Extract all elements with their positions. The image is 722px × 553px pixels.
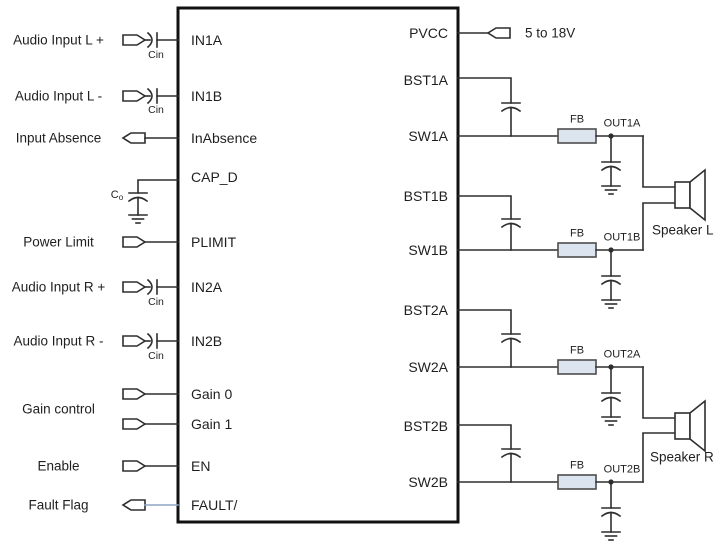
input-tag-icon <box>122 236 147 248</box>
label-enable: Enable <box>37 458 80 474</box>
ground-icon <box>601 185 621 195</box>
net-cap-d <box>128 179 179 224</box>
co-label-main: C <box>110 189 119 201</box>
input-tag-icon <box>122 418 147 430</box>
fb-label-1b: FB <box>569 227 585 240</box>
net-bst2a <box>457 309 521 368</box>
row-audio-input-l-minus <box>122 87 179 105</box>
net-sw2b <box>457 432 676 541</box>
pin-sw2a: SW2A <box>408 359 448 375</box>
coupling-cap-cin4-icon <box>146 332 153 350</box>
label-audio-input-r-minus: Audio Input R - <box>13 333 104 349</box>
co-label-sub: o <box>118 193 124 202</box>
net-sw1b <box>457 202 676 309</box>
cin-label-3: Cin <box>148 295 164 308</box>
pin-sw1a: SW1A <box>408 128 448 144</box>
pin-gain1: Gain 1 <box>191 416 233 432</box>
speaker-coil <box>674 181 691 209</box>
pin-in2a: IN2A <box>191 279 223 295</box>
row-audio-input-r-minus <box>122 332 179 350</box>
net-bst2b <box>457 424 521 483</box>
pin-bst1a: BST1A <box>403 72 448 88</box>
row-power-limit <box>122 236 179 248</box>
out2b-label: OUT2B <box>603 463 641 476</box>
ground-icon <box>601 416 621 426</box>
pin-sw2b: SW2B <box>408 474 448 490</box>
ferrite-bead-2a <box>557 359 597 375</box>
ground-icon <box>601 531 621 541</box>
pin-sw1b: SW1B <box>408 242 448 258</box>
speaker-r-label: Speaker R <box>650 449 714 465</box>
pin-in2b: IN2B <box>191 333 223 349</box>
pin-plimit: PLIMIT <box>191 234 237 250</box>
pin-inabsence: InAbsence <box>191 130 258 146</box>
speaker-l-icon <box>674 168 706 222</box>
supply-tag-icon <box>486 27 511 39</box>
ferrite-bead-2b <box>557 474 597 490</box>
coupling-cap-cin2-icon <box>146 87 153 105</box>
net-sw1a <box>457 128 676 195</box>
cin-label-1: Cin <box>148 48 164 61</box>
pin-fault: FAULT/ <box>191 497 238 513</box>
speaker-r-icon <box>674 399 706 453</box>
cin-label-4: Cin <box>148 349 164 362</box>
row-input-absence <box>121 132 179 144</box>
label-audio-input-l-plus: Audio Input L + <box>13 32 104 48</box>
pin-bst2a: BST2A <box>403 302 448 318</box>
input-tag-icon <box>122 281 147 293</box>
speaker-coil <box>674 412 691 440</box>
speaker-cone <box>689 168 706 222</box>
fb-label-1a: FB <box>569 113 585 126</box>
label-fault-flag: Fault Flag <box>28 497 89 513</box>
fb-label-2a: FB <box>569 344 585 357</box>
out2a-label: OUT2A <box>603 348 641 361</box>
speaker-cone <box>689 399 706 453</box>
row-enable <box>122 460 179 472</box>
ground-icon <box>128 214 148 224</box>
pin-in1b: IN1B <box>191 88 223 104</box>
fb-label-2b: FB <box>569 459 585 472</box>
pin-in1a: IN1A <box>191 32 223 48</box>
row-fault-flag <box>121 499 179 511</box>
pin-en: EN <box>191 458 211 474</box>
out1a-label: OUT1A <box>603 117 641 130</box>
chip-body <box>176 6 460 524</box>
coupling-cap-cin3-icon <box>146 278 153 296</box>
input-tag-icon <box>122 335 147 347</box>
ferrite-bead-1b <box>557 242 597 258</box>
row-audio-input-l-plus <box>122 31 179 49</box>
label-gain-control: Gain control <box>22 401 95 417</box>
row-gain0 <box>122 388 179 400</box>
net-bst1b <box>457 195 521 251</box>
output-tag-icon <box>121 499 146 511</box>
speaker-l-label: Speaker L <box>652 222 714 238</box>
output-tag-icon <box>121 132 146 144</box>
pin-bst1b: BST1B <box>403 188 448 204</box>
out1b-label: OUT1B <box>603 231 641 244</box>
ground-icon <box>601 299 621 309</box>
input-tag-icon <box>122 34 147 46</box>
label-power-limit: Power Limit <box>23 234 94 250</box>
pin-bst2b: BST2B <box>403 418 448 434</box>
net-pvcc <box>457 27 511 39</box>
input-tag-icon <box>122 388 147 400</box>
input-tag-icon <box>122 460 147 472</box>
pin-pvcc: PVCC <box>409 25 448 41</box>
row-audio-input-r-plus <box>122 278 179 296</box>
ferrite-bead-1a <box>557 128 597 144</box>
net-sw2a <box>457 359 676 426</box>
label-audio-input-l-minus: Audio Input L - <box>14 88 103 104</box>
label-audio-input-r-plus: Audio Input R + <box>11 279 106 295</box>
input-tag-icon <box>122 90 147 102</box>
net-bst1a <box>457 77 521 137</box>
pin-cap-d: CAP_D <box>191 169 238 185</box>
row-gain1 <box>122 418 179 430</box>
cin-label-2: Cin <box>148 103 164 116</box>
coupling-cap-cin1-icon <box>146 31 153 49</box>
supply-voltage-label: 5 to 18V <box>525 25 576 41</box>
label-input-absence: Input Absence <box>15 130 102 146</box>
co-label: Co <box>111 190 123 202</box>
pin-gain0: Gain 0 <box>191 386 233 402</box>
